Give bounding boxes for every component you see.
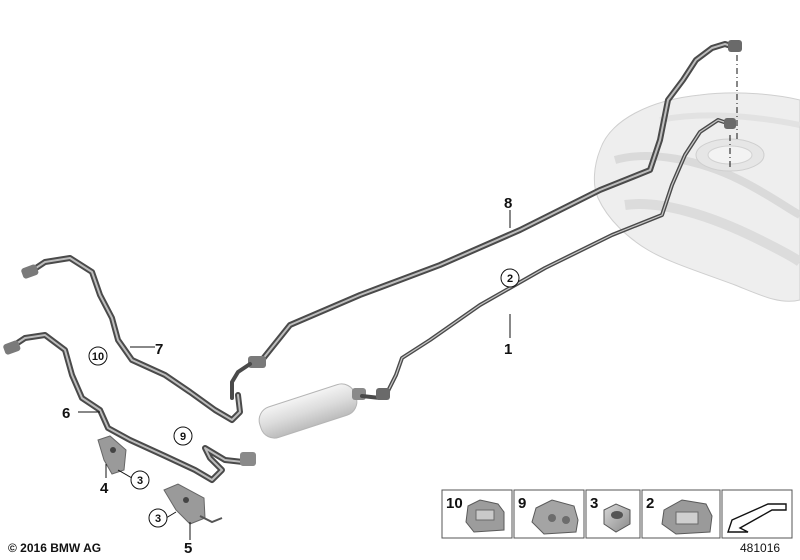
clip-2-icon <box>661 499 713 535</box>
svg-text:3: 3 <box>590 495 598 512</box>
fuel-line-1 <box>384 118 736 397</box>
callout-7: 7 <box>155 341 163 358</box>
bracket-4 <box>97 435 127 475</box>
svg-text:9: 9 <box>518 495 526 512</box>
svg-text:10: 10 <box>92 351 104 363</box>
parts-legend: 10 9 3 2 <box>441 489 793 539</box>
callout-4: 4 <box>100 480 109 497</box>
bracket-5 <box>163 483 223 525</box>
arrow-icon <box>727 503 787 533</box>
callout-9-circled: 9 <box>173 426 193 446</box>
nut-3-icon <box>603 503 631 533</box>
legend-item-9: 9 <box>513 489 585 539</box>
callout-8: 8 <box>504 195 512 212</box>
clip-10-icon <box>465 499 505 533</box>
legend-item-arrow <box>721 489 793 539</box>
fuel-line-8 <box>259 40 742 363</box>
svg-text:2: 2 <box>646 495 654 512</box>
svg-text:10: 10 <box>446 495 463 512</box>
svg-text:2: 2 <box>507 273 513 285</box>
fuel-filter <box>240 383 390 466</box>
fuel-line-7 <box>21 255 243 423</box>
legend-item-10: 10 <box>441 489 513 539</box>
callout-1: 1 <box>504 341 512 358</box>
copyright-text: © 2016 BMW AG <box>8 541 102 555</box>
svg-text:3: 3 <box>155 513 161 525</box>
legend-item-3: 3 <box>585 489 641 539</box>
callout-3a-circled: 3 <box>130 470 150 490</box>
connector-line-8 <box>230 356 266 400</box>
clip-9-icon <box>531 499 579 535</box>
drawing-number: 481016 <box>740 541 781 555</box>
svg-text:3: 3 <box>137 475 143 487</box>
callout-2-circled: 2 <box>500 268 520 288</box>
callout-5: 5 <box>184 540 192 557</box>
fuel-line-6 <box>3 332 246 483</box>
callout-3b-circled: 3 <box>148 508 168 528</box>
svg-text:9: 9 <box>180 431 186 443</box>
legend-item-2: 2 <box>641 489 721 539</box>
callout-10-circled: 10 <box>88 346 108 366</box>
callout-6: 6 <box>62 405 70 422</box>
fuel-tank <box>593 92 800 302</box>
